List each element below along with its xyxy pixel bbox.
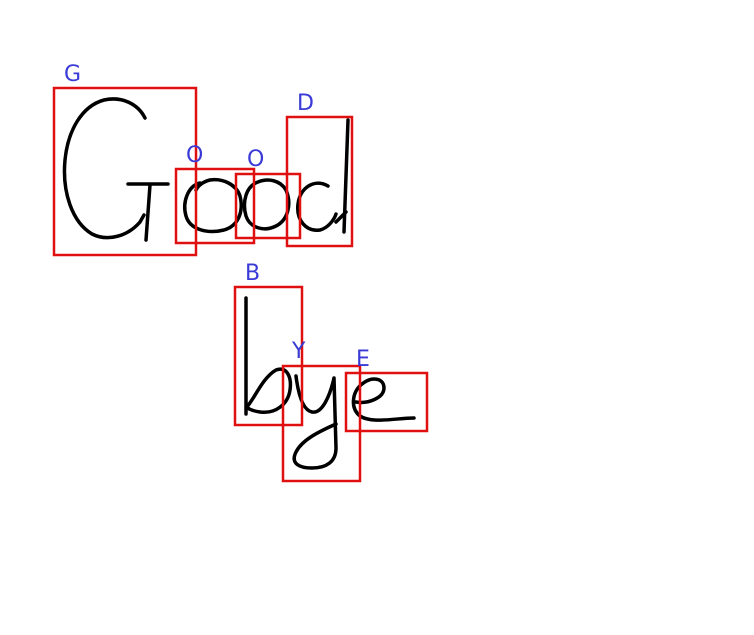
stroke-b bbox=[244, 296, 293, 416]
stroke-g bbox=[62, 97, 170, 242]
stroke-o1 bbox=[183, 177, 243, 234]
bbox-e bbox=[344, 371, 429, 433]
label-o1: O bbox=[186, 143, 203, 168]
stroke-o2 bbox=[242, 178, 291, 231]
handwriting-bye bbox=[244, 296, 416, 470]
label-o2: O bbox=[247, 147, 264, 172]
bbox-d bbox=[285, 115, 354, 248]
stroke-d bbox=[296, 118, 350, 234]
label-b: B bbox=[245, 261, 260, 286]
bbox-b bbox=[233, 285, 304, 427]
stroke-e bbox=[351, 377, 416, 422]
bbox-o1 bbox=[174, 167, 256, 245]
label-d: D bbox=[297, 91, 314, 116]
bbox-g bbox=[52, 86, 198, 257]
bbox-o2 bbox=[234, 172, 302, 240]
label-g: G bbox=[64, 62, 81, 87]
label-e: E bbox=[356, 347, 370, 372]
stroke-y bbox=[292, 374, 338, 470]
handwriting-good bbox=[62, 97, 350, 242]
bounding-boxes bbox=[52, 86, 429, 483]
box-labels: G O O D B Y E bbox=[64, 62, 370, 372]
bbox-y bbox=[281, 364, 362, 483]
label-y: Y bbox=[291, 339, 306, 364]
